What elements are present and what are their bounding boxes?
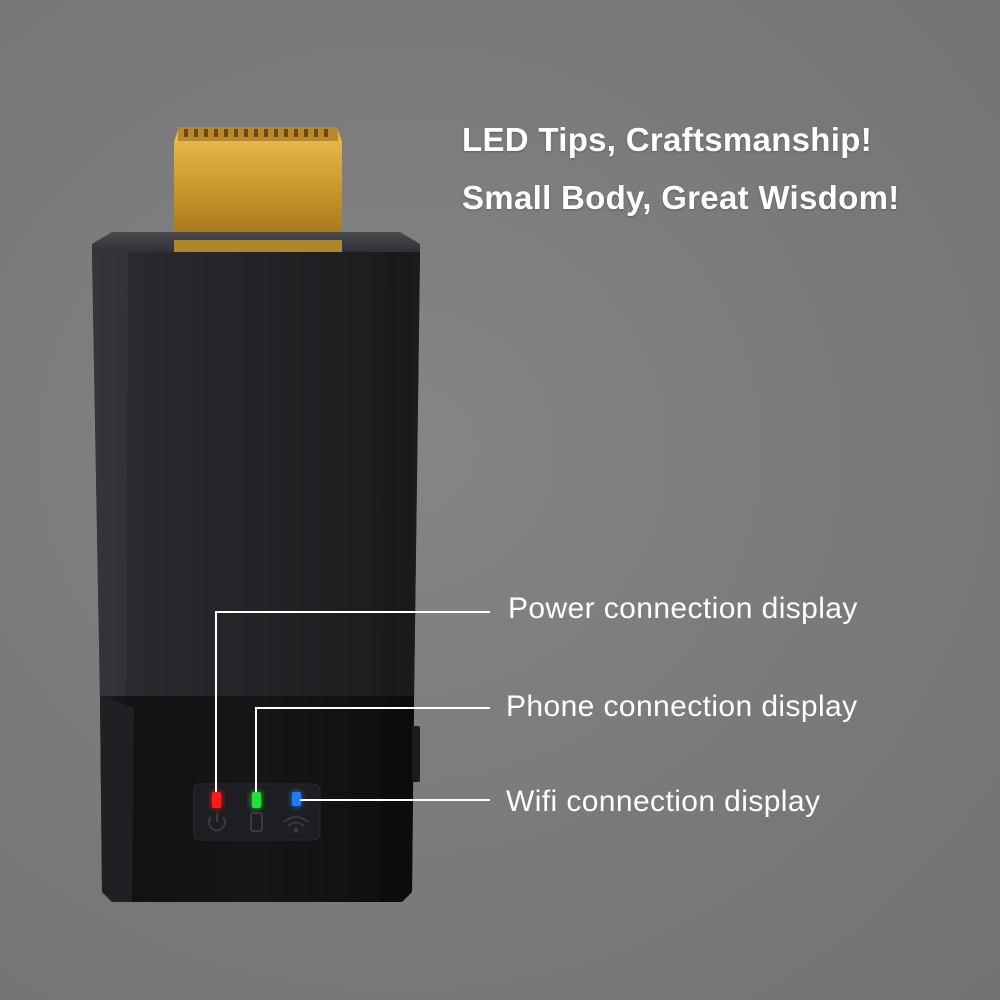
headline-line-2: Small Body, Great Wisdom! (462, 179, 900, 216)
headline-line-1: LED Tips, Craftsmanship! (462, 121, 872, 158)
phone-callout-label: Phone connection display (506, 690, 858, 723)
power-leader-line (215, 611, 490, 792)
wifi-icon (283, 816, 309, 833)
wifi-callout-label: Wifi connection display (506, 785, 821, 818)
phone-led (252, 792, 261, 808)
wifi-led (292, 792, 301, 806)
leader-lines (215, 611, 490, 801)
power-led (212, 792, 221, 808)
side-button (412, 726, 420, 782)
power-icon (208, 813, 226, 832)
power-callout-label: Power connection display (508, 592, 858, 625)
hdmi-connector (174, 127, 342, 250)
phone-leader-line (255, 707, 490, 792)
device-body (92, 252, 420, 700)
phone-icon (250, 812, 263, 832)
